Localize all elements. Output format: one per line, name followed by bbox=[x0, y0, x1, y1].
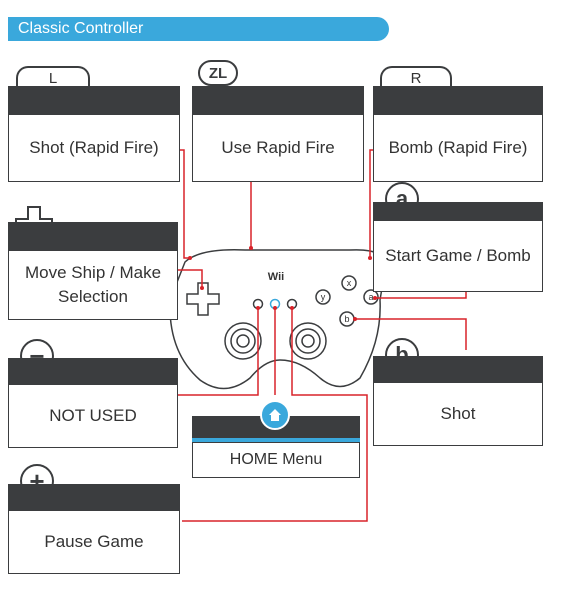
section-header: Classic Controller bbox=[8, 17, 389, 41]
l-button-box: Shot (Rapid Fire) bbox=[8, 86, 180, 182]
a-button-label: Start Game / Bomb bbox=[373, 220, 543, 292]
l-button-label: Shot (Rapid Fire) bbox=[8, 114, 180, 182]
home-button-box: HOME Menu bbox=[192, 416, 360, 478]
controller-body bbox=[169, 249, 387, 390]
r-button-box: Bomb (Rapid Fire) bbox=[373, 86, 543, 182]
plus-button-label: Pause Game bbox=[8, 510, 180, 574]
wii-logo: Wii bbox=[268, 271, 284, 283]
b-button-label: Shot bbox=[373, 382, 543, 446]
svg-text:a: a bbox=[368, 292, 373, 302]
svg-text:y: y bbox=[321, 292, 326, 302]
a-button-box: Start Game / Bomb bbox=[373, 202, 543, 292]
r-button-label: Bomb (Rapid Fire) bbox=[373, 114, 543, 182]
l-button-badge: L bbox=[16, 66, 90, 88]
dpad-label: Move Ship / Make Selection bbox=[8, 250, 178, 320]
zl-button-label: Use Rapid Fire bbox=[192, 114, 364, 182]
home-button-label: HOME Menu bbox=[192, 442, 360, 478]
home-icon bbox=[260, 400, 290, 430]
r-button-badge: R bbox=[380, 66, 452, 88]
minus-button-label: NOT USED bbox=[8, 384, 178, 448]
svg-text:x: x bbox=[347, 278, 352, 288]
svg-text:b: b bbox=[344, 314, 349, 324]
b-button-box: Shot bbox=[373, 356, 543, 446]
dpad-box: Move Ship / Make Selection bbox=[8, 222, 178, 320]
zl-button-badge: ZL bbox=[198, 60, 238, 86]
minus-button-box: NOT USED bbox=[8, 358, 178, 448]
plus-button-box: Pause Game bbox=[8, 484, 180, 574]
zl-button-box: Use Rapid Fire bbox=[192, 86, 364, 182]
dpad-icon bbox=[186, 282, 220, 316]
